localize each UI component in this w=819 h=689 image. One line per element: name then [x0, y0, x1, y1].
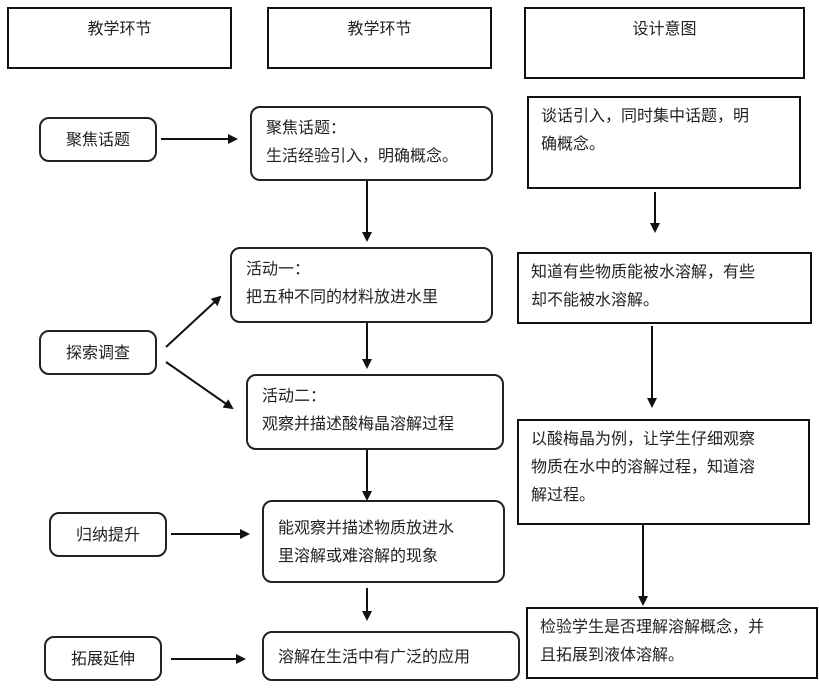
stage-explore-investigate: 探索调查 [39, 330, 157, 375]
process-text: 把五种不同的材料放进水里 [246, 287, 439, 306]
process-title: 活动一： [246, 259, 311, 278]
process-text: 生活经验引入，明确概念。 [266, 146, 459, 165]
process-activity-one: 活动一： 把五种不同的材料放进水里 [230, 247, 493, 323]
stage-label: 归纳提升 [75, 524, 140, 544]
process-text: 观察并描述酸梅晶溶解过程 [262, 414, 455, 433]
arrow-explore-to-activity-one [165, 295, 222, 348]
process-application: 溶解在生活中有广泛的应用 [262, 631, 520, 681]
intent-text: 知道有些物质能被水溶解，有些 [531, 262, 756, 281]
intent-text: 以酸梅晶为例，让学生仔细观察 [531, 429, 756, 448]
stage-label: 拓展延伸 [70, 648, 135, 668]
header-teaching-stage: 教学环节 [7, 7, 232, 69]
header-teaching-process-label: 教学环节 [347, 19, 412, 38]
intent-activity-two: 以酸梅晶为例，让学生仔细观察 物质在水中的溶解过程，知道溶 解过程。 [517, 419, 810, 525]
arrow-explore-to-activity-two [165, 361, 234, 410]
process-text: 里溶解或难溶解的现象 [278, 546, 439, 565]
process-summary-observation: 能观察并描述物质放进水 里溶解或难溶解的现象 [262, 500, 505, 583]
intent-text: 却不能被水溶解。 [531, 290, 660, 309]
header-teaching-process: 教学环节 [267, 7, 492, 69]
header-design-intent-label: 设计意图 [632, 19, 697, 38]
stage-label: 探索调查 [65, 342, 130, 362]
header-design-intent: 设计意图 [524, 7, 805, 79]
intent-text: 解过程。 [531, 485, 596, 504]
process-title: 活动二： [262, 386, 327, 405]
intent-extend: 检验学生是否理解溶解概念，并 且拓展到液体溶解。 [526, 607, 818, 679]
header-teaching-stage-label: 教学环节 [87, 19, 152, 38]
intent-activity-one: 知道有些物质能被水溶解，有些 却不能被水溶解。 [517, 252, 812, 324]
intent-focus-topic: 谈话引入，同时集中话题，明 确概念。 [527, 96, 801, 189]
intent-text: 检验学生是否理解溶解概念，并 [540, 617, 765, 636]
intent-text: 谈话引入，同时集中话题，明 [541, 106, 750, 125]
process-title: 聚焦话题： [266, 118, 347, 137]
intent-text: 物质在水中的溶解过程，知道溶 [531, 457, 756, 476]
intent-text: 且拓展到液体溶解。 [540, 645, 685, 664]
stage-label: 聚焦话题 [65, 129, 130, 149]
process-activity-two: 活动二： 观察并描述酸梅晶溶解过程 [246, 374, 504, 450]
process-text: 能观察并描述物质放进水 [278, 518, 455, 537]
stage-extend: 拓展延伸 [44, 636, 162, 681]
intent-text: 确概念。 [541, 134, 606, 153]
process-text: 溶解在生活中有广泛的应用 [278, 647, 471, 666]
stage-summarize-improve: 归纳提升 [49, 512, 167, 557]
stage-focus-topic: 聚焦话题 [39, 117, 157, 162]
process-focus-topic: 聚焦话题： 生活经验引入，明确概念。 [250, 106, 493, 181]
